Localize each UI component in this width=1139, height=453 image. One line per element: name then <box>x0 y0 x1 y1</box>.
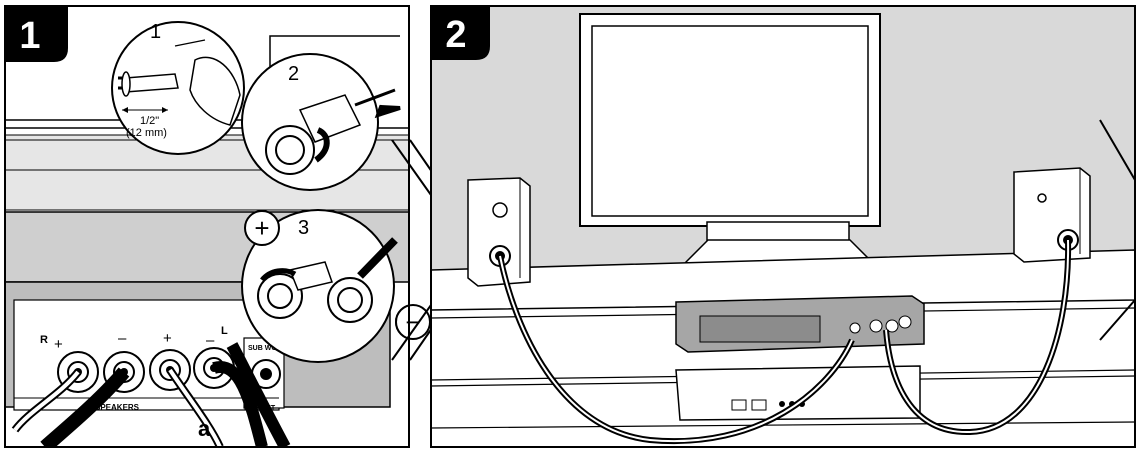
left-speaker <box>468 178 530 286</box>
label-l-plus: + <box>163 330 172 347</box>
substep-1: 1 <box>150 21 161 43</box>
preout-label: PRE OUT <box>244 405 276 412</box>
substep-2: 2 <box>288 63 299 85</box>
callout-a: a <box>198 416 211 441</box>
step-number-2: 2 <box>445 14 466 56</box>
panel-2: 2 <box>431 6 1135 447</box>
strip-length-metric: (12 mm) <box>126 127 167 139</box>
substep-3: 3 <box>298 217 309 239</box>
strip-length: 1/2" <box>140 115 159 127</box>
label-r-plus: + <box>54 336 63 353</box>
panel-1: R + – + – L SPEAKERS PRE OUT SUB WO a 1 <box>5 6 430 447</box>
plus-symbol: + <box>254 213 269 243</box>
step-badge-2: 2 <box>431 6 490 60</box>
label-r-minus: – <box>118 330 127 347</box>
label-l-minus: – <box>206 332 215 349</box>
detail-strip-wire: 1 1/2" (12 mm) <box>112 21 244 154</box>
lower-shelf-device <box>676 366 920 420</box>
label-l: L <box>221 325 228 337</box>
speakers-label: SPEAKERS <box>95 403 140 412</box>
label-r: R <box>40 334 48 346</box>
step-number-1: 1 <box>19 15 40 57</box>
plus-icon: + <box>245 211 279 245</box>
right-speaker <box>1014 168 1090 262</box>
step-badge-1: 1 <box>5 6 68 62</box>
